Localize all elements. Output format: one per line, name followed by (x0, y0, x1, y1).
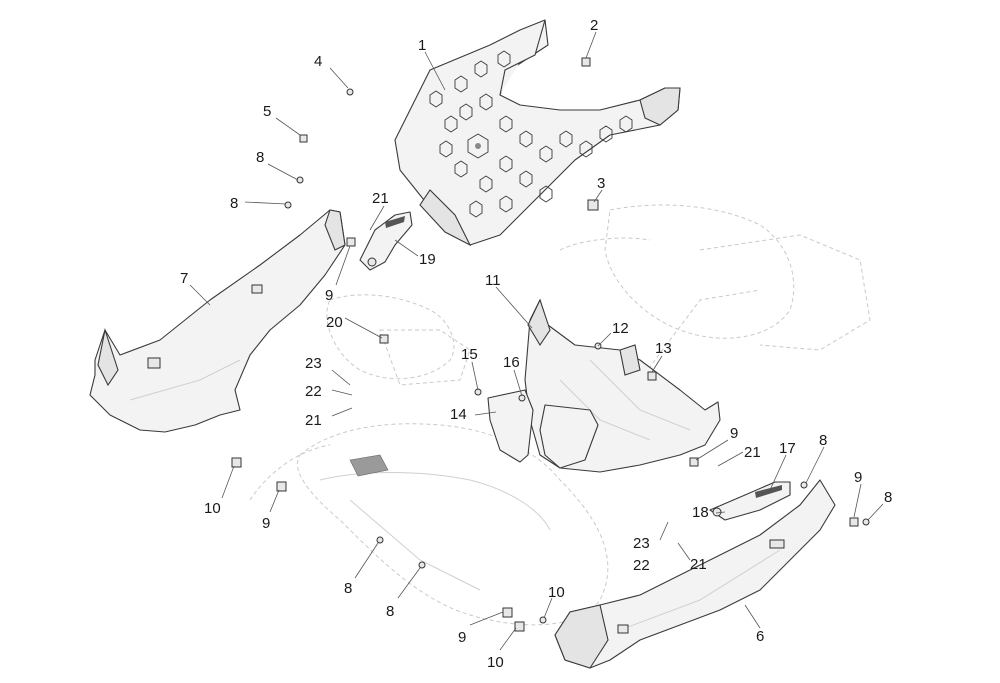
part-18-bracket (709, 481, 791, 521)
label-9-c: 9 (458, 629, 466, 646)
screw-8-e (800, 481, 808, 489)
screw-8-d (418, 561, 426, 569)
part-14-cover (487, 389, 534, 463)
label-13: 13 (655, 340, 672, 357)
label-22-b: 22 (633, 557, 650, 574)
label-8-e: 8 (819, 432, 827, 449)
label-21-d: 21 (690, 556, 707, 573)
clip-5 (299, 134, 308, 143)
label-3: 3 (597, 175, 605, 192)
ghost-chassis (249, 204, 871, 626)
label-8-f: 8 (884, 489, 892, 506)
label-21-a: 21 (372, 190, 389, 207)
leader-lines (189, 31, 884, 651)
screw-8-b (284, 201, 292, 209)
clip-9-a (346, 237, 356, 247)
label-5: 5 (263, 103, 271, 120)
label-14: 14 (450, 406, 467, 423)
part-7-left-side-panel (89, 209, 346, 433)
callout-labels: 1 2 3 4 5 6 7 8 8 8 8 8 8 9 9 9 9 9 10 1… (180, 17, 892, 671)
screw-8-a (296, 176, 304, 184)
clip-10-a (231, 457, 242, 468)
screw-8-f (862, 518, 870, 526)
clip-9-e (849, 517, 859, 527)
label-8-d: 8 (386, 603, 394, 620)
clip-3 (587, 199, 599, 211)
label-18: 18 (692, 504, 709, 521)
label-19: 19 (419, 251, 436, 268)
label-8-c: 8 (344, 580, 352, 597)
screw-8-c (376, 536, 384, 544)
label-21-b: 21 (305, 412, 322, 429)
label-9-a: 9 (325, 287, 333, 304)
label-9-d: 9 (730, 425, 738, 442)
label-21-c: 21 (744, 444, 761, 461)
footboard-hex-pattern (429, 50, 633, 218)
label-20: 20 (326, 314, 343, 331)
label-4: 4 (314, 53, 322, 70)
label-23-a: 23 (305, 355, 322, 372)
label-9-e: 9 (854, 469, 862, 486)
label-12: 12 (612, 320, 629, 337)
clip-9-b (276, 481, 287, 492)
label-16: 16 (503, 354, 520, 371)
part-16-cover (539, 404, 599, 469)
label-6: 6 (756, 628, 764, 645)
label-9-b: 9 (262, 515, 270, 532)
clip-10-b (514, 621, 525, 632)
clip-20 (379, 334, 389, 344)
clip-13 (647, 371, 657, 381)
label-10-a: 10 (204, 500, 221, 517)
label-8-b: 8 (230, 195, 238, 212)
clip-10-c (539, 616, 547, 624)
label-11: 11 (485, 272, 501, 289)
label-17: 17 (779, 440, 796, 457)
label-8-a: 8 (256, 149, 264, 166)
label-2: 2 (590, 17, 598, 34)
label-10-c: 10 (548, 584, 565, 601)
screw-4 (346, 88, 354, 96)
label-22-a: 22 (305, 383, 322, 400)
part-19-bracket (359, 211, 413, 271)
part-1-footboard (394, 19, 681, 247)
label-7: 7 (180, 270, 188, 287)
label-15: 15 (461, 346, 478, 363)
label-1: 1 (418, 37, 426, 54)
grille-patch (349, 454, 389, 477)
fasteners (231, 57, 870, 632)
clip-9-d (689, 457, 699, 467)
part-6-right-side-panel (554, 479, 836, 669)
screw-2 (581, 57, 591, 67)
label-23-b: 23 (633, 535, 650, 552)
label-10-b: 10 (487, 654, 504, 671)
clip-9-c (502, 607, 513, 618)
